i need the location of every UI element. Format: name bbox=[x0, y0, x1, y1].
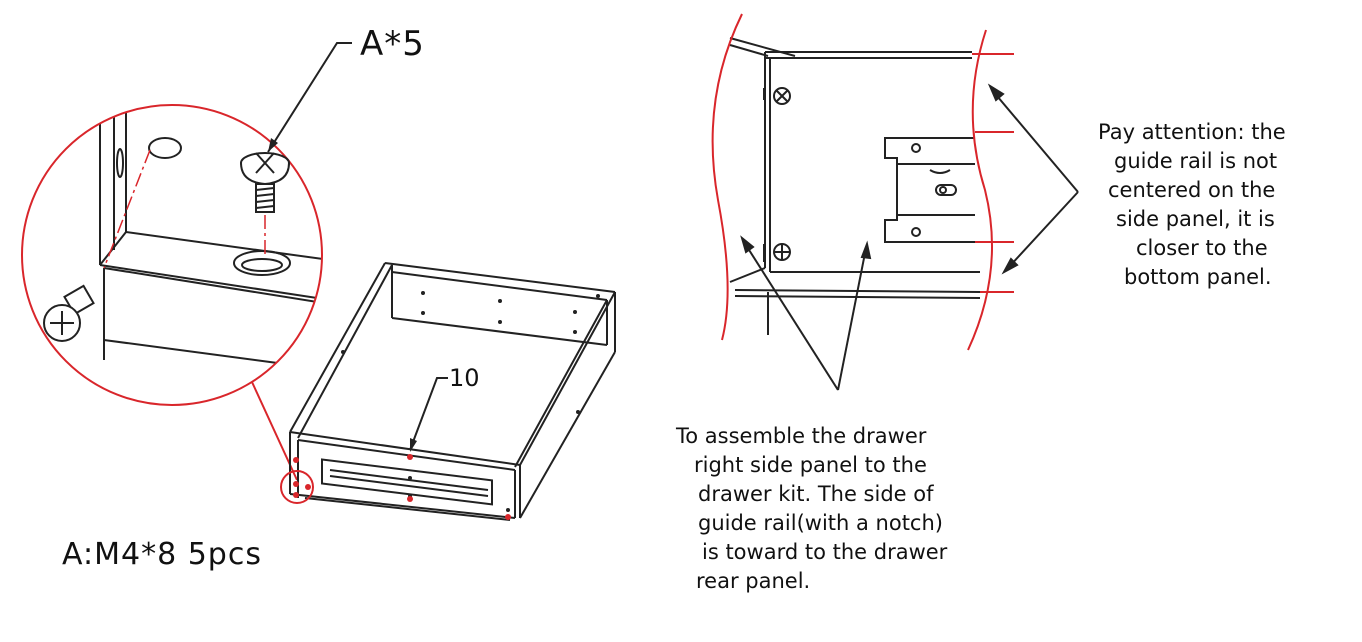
part-number-label: 10 bbox=[449, 364, 480, 392]
screw-detail-magnifier bbox=[21, 104, 323, 406]
screw-icon bbox=[43, 284, 95, 342]
attention-note-line: Pay attention: the bbox=[1098, 120, 1286, 144]
screw-location-dots bbox=[293, 454, 511, 520]
assembly-note: To assemble the drawer right side panel … bbox=[676, 422, 947, 596]
assembly-note-line: guide rail(with a notch) bbox=[698, 511, 943, 535]
detail-location-circle bbox=[280, 470, 314, 504]
screw-callout: A*5 bbox=[360, 24, 425, 64]
screw-callout-leader bbox=[267, 42, 352, 153]
assembly-arrows bbox=[740, 235, 872, 391]
assembly-note-line: is toward to the drawer bbox=[702, 540, 948, 564]
assembly-note-line: drawer kit. The side of bbox=[698, 482, 934, 506]
attention-note-line: bottom panel. bbox=[1124, 265, 1272, 289]
hardware-spec-label: A:M4*8 5pcs bbox=[62, 537, 262, 572]
attention-note-line: side panel, it is bbox=[1116, 207, 1275, 231]
attention-note: Pay attention: the guide rail is not cen… bbox=[1098, 118, 1286, 292]
assembly-note-line: right side panel to the bbox=[694, 453, 927, 477]
drawer-hole-dots bbox=[341, 291, 600, 512]
part-number-leader bbox=[409, 377, 448, 451]
assembly-note-line: To assemble the drawer bbox=[676, 424, 927, 448]
drawer-box-drawing bbox=[289, 262, 616, 521]
screw-icon bbox=[773, 87, 791, 105]
assembly-note-line: rear panel. bbox=[696, 569, 811, 593]
attention-arrows bbox=[987, 83, 1079, 275]
screw-icon bbox=[240, 152, 290, 213]
attention-note-line: closer to the bbox=[1136, 236, 1268, 260]
break-lines bbox=[711, 13, 1014, 351]
side-panel-detail bbox=[729, 37, 981, 335]
attention-note-line: guide rail is not bbox=[1114, 149, 1278, 173]
attention-note-line: centered on the bbox=[1108, 178, 1276, 202]
